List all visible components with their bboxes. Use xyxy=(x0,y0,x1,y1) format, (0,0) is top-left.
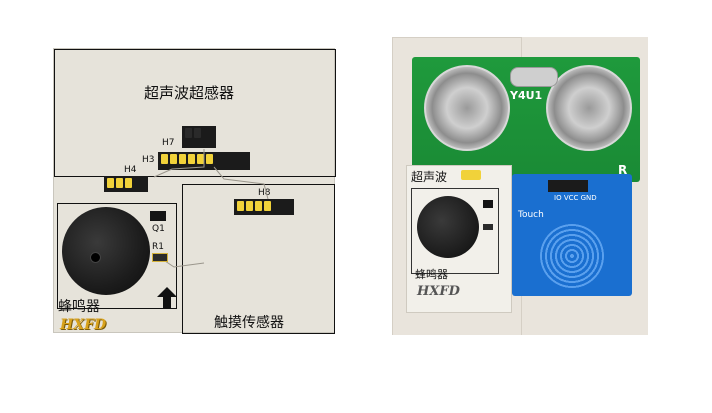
touch-text: Touch xyxy=(518,210,544,220)
module-marking: Y4U1 xyxy=(510,89,543,102)
r1-resistor xyxy=(152,253,168,262)
photo-buzzer xyxy=(417,196,479,258)
pin-label-vcc: VCC xyxy=(563,194,579,202)
buzzer-body xyxy=(62,207,150,295)
transmitter-transducer xyxy=(424,65,510,151)
photo-buzzer-label: 蜂鸣器 xyxy=(415,268,448,281)
buzzer-label: 蜂鸣器 xyxy=(58,299,100,315)
touch-pad xyxy=(540,224,604,288)
h7-header xyxy=(182,126,216,148)
touch-pin-header xyxy=(548,180,588,192)
buzzer-hole xyxy=(90,252,101,263)
brand-logo: HXFD xyxy=(60,317,107,333)
ultrasonic-module: Y4U1 T R xyxy=(412,57,640,182)
pcb-render: 超声波超感器 H7 H3 H4 H8 Q1 R1 蜂鸣器 HXFD 触摸传感器 xyxy=(53,48,336,334)
photo-r1 xyxy=(483,224,493,230)
r1-designator: R1 xyxy=(152,242,164,252)
h7-designator: H7 xyxy=(162,138,175,148)
h3-header xyxy=(158,152,250,170)
h4-designator: H4 xyxy=(124,165,137,175)
h4-header xyxy=(104,176,148,192)
q1-designator: Q1 xyxy=(152,224,165,234)
buzzer-zone xyxy=(57,203,177,309)
crystal-oscillator xyxy=(510,67,558,87)
module-photo: Y4U1 T R 超声波 蜂鸣器 HXFD IO VCC GND Touch xyxy=(392,37,648,335)
base-board: 超声波 蜂鸣器 HXFD xyxy=(406,165,512,313)
touch-pin-labels: IO VCC GND xyxy=(554,194,597,202)
receiver-transducer xyxy=(546,65,632,151)
q1-transistor xyxy=(150,211,166,221)
ultrasonic-label: 超声波超感器 xyxy=(144,84,235,102)
photo-q1 xyxy=(483,200,493,208)
photo-buzzer-zone xyxy=(411,188,499,274)
touch-sensor-label: 触摸传感器 xyxy=(214,315,284,331)
touch-sensor-module: IO VCC GND Touch xyxy=(512,174,632,296)
h8-designator: H8 xyxy=(258,188,271,198)
r-label: R xyxy=(618,163,628,177)
photo-ultrasonic-label: 超声波 xyxy=(411,170,448,184)
jumper xyxy=(461,170,481,180)
h8-header xyxy=(234,199,294,215)
pin-label-gnd: GND xyxy=(580,194,597,202)
h3-designator: H3 xyxy=(142,155,155,165)
pin-label-io: IO xyxy=(554,194,562,202)
photo-brand-logo: HXFD xyxy=(417,284,460,299)
